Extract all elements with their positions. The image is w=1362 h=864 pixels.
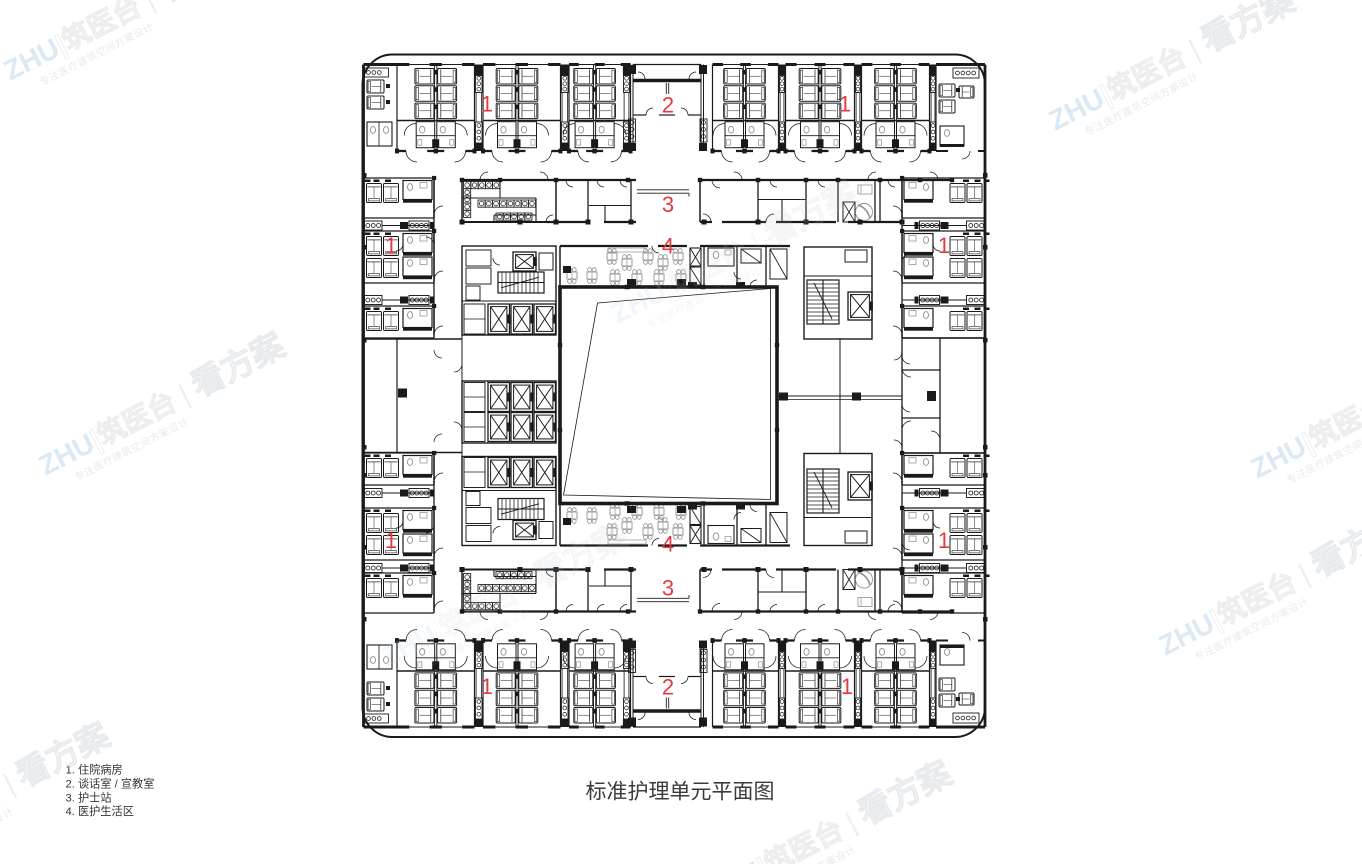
svg-text:1: 1 bbox=[385, 528, 397, 553]
svg-text:3: 3 bbox=[662, 576, 674, 601]
svg-text:2: 2 bbox=[662, 93, 674, 118]
svg-text:1: 1 bbox=[938, 528, 950, 553]
svg-text:1. 住院病房: 1. 住院病房 bbox=[66, 763, 123, 777]
svg-text:2. 谈话室 / 宣教室: 2. 谈话室 / 宣教室 bbox=[66, 776, 155, 790]
svg-text:1: 1 bbox=[841, 674, 853, 699]
svg-text:3. 护士站: 3. 护士站 bbox=[66, 790, 112, 804]
svg-text:4: 4 bbox=[662, 234, 674, 259]
svg-text:2: 2 bbox=[662, 675, 674, 700]
svg-text:标准护理单元平面图: 标准护理单元平面图 bbox=[586, 781, 775, 804]
svg-text:1: 1 bbox=[385, 233, 397, 258]
svg-text:1: 1 bbox=[481, 92, 493, 117]
svg-text:1: 1 bbox=[839, 92, 851, 117]
svg-text:1: 1 bbox=[938, 233, 950, 258]
svg-text:3: 3 bbox=[662, 192, 674, 217]
svg-text:1: 1 bbox=[481, 674, 493, 699]
svg-text:4: 4 bbox=[662, 532, 674, 557]
svg-text:4. 医护生活区: 4. 医护生活区 bbox=[66, 804, 134, 818]
